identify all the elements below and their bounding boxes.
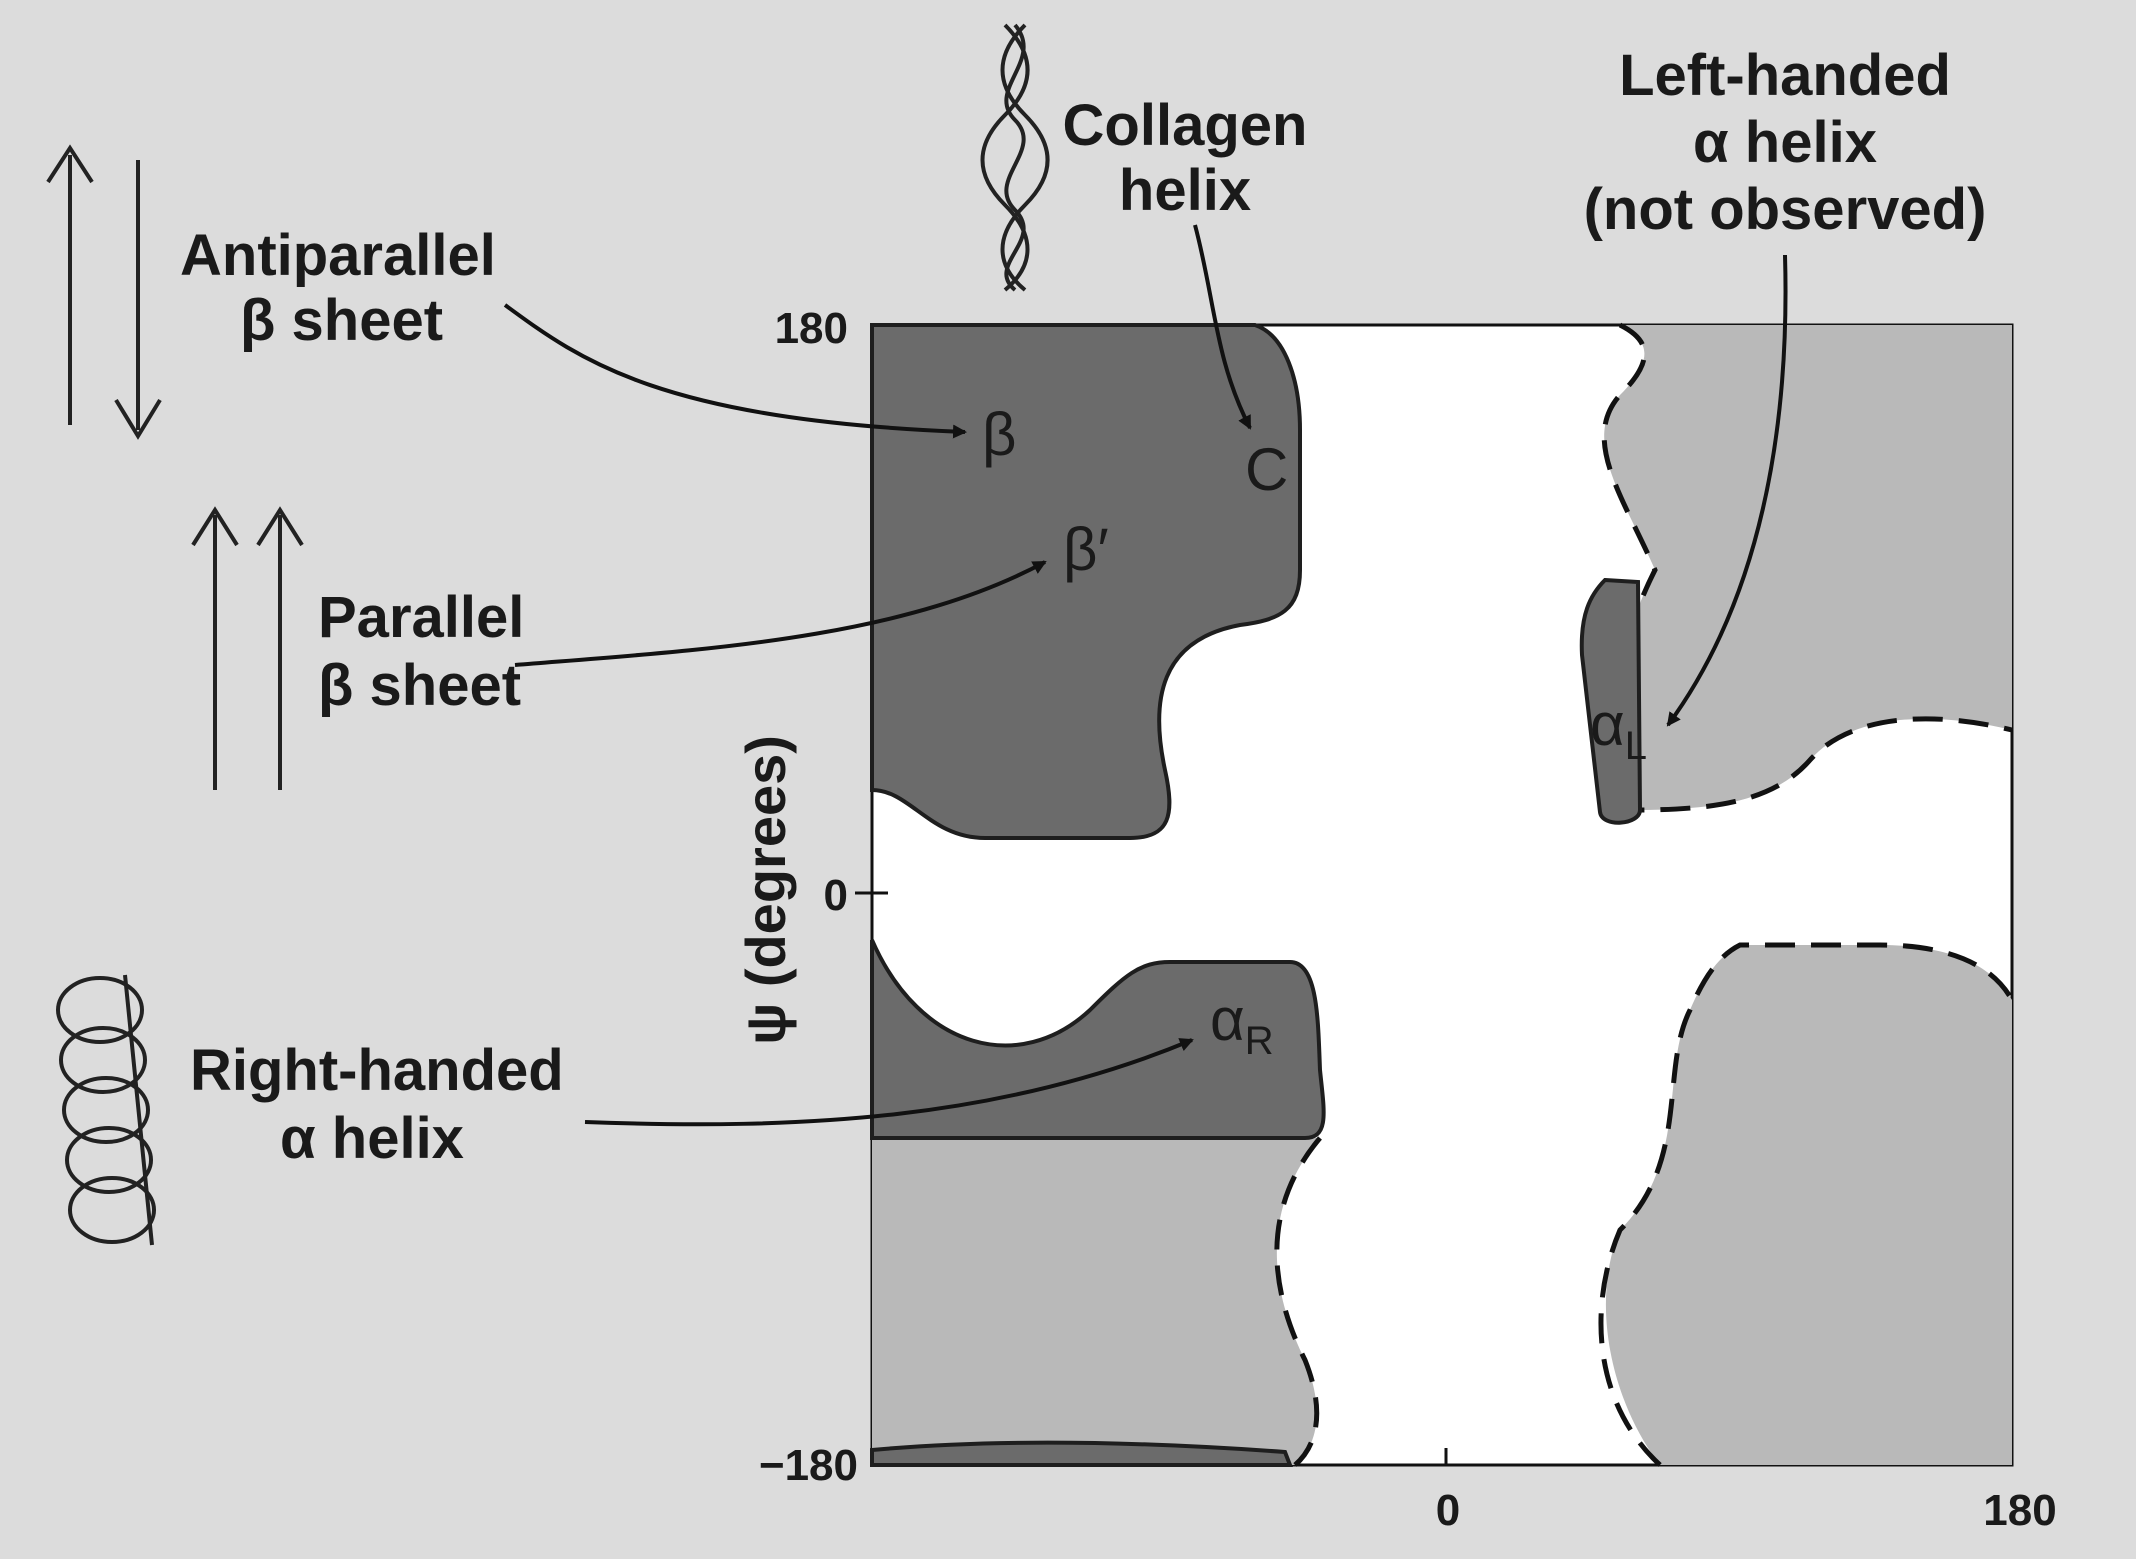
collagen-helix-icon xyxy=(980,23,1050,292)
y-tick-0: 0 xyxy=(824,871,848,920)
alpha-r-region-label: αR xyxy=(1210,986,1274,1063)
parallel-label-line2: β sheet xyxy=(318,653,521,718)
marginal-region-right-lower xyxy=(1605,945,2012,1465)
alpha-r-region xyxy=(870,939,1326,1140)
collagen-label-line2: helix xyxy=(1119,158,1251,223)
left-handed-label-line2: α helix xyxy=(1693,110,1877,175)
collagen-label-line1: Collagen xyxy=(1063,93,1308,158)
beta-prime-region-label: β′ xyxy=(1063,516,1109,583)
dashed-boundary-left xyxy=(1274,1136,1322,1467)
beta-region-label: β xyxy=(982,401,1017,468)
y-tick-180: 180 xyxy=(775,304,848,353)
right-handed-label-line1: Right-handed xyxy=(190,1038,564,1103)
marginal-region-right-upper xyxy=(1604,325,2012,810)
alpha-helix-coil-icon xyxy=(56,974,156,1246)
right-handed-label-line2: α helix xyxy=(280,1106,464,1171)
y-axis-label: ψ (degrees) xyxy=(734,735,797,1045)
x-tick-0: 0 xyxy=(1436,1486,1460,1535)
alpha-l-region-label: αL xyxy=(1590,691,1647,768)
parallel-label-line1: Parallel xyxy=(318,585,524,650)
beta-region xyxy=(870,323,1302,840)
left-handed-arrow xyxy=(1666,254,1788,727)
bottom-strip-region xyxy=(870,1440,1293,1467)
left-handed-label-line3: (not observed) xyxy=(1584,177,1987,242)
dashed-boundary-right-lower xyxy=(1598,942,2015,1467)
antiparallel-strands-icon xyxy=(46,144,162,440)
antiparallel-label-line2: β sheet xyxy=(240,288,443,353)
marginal-region-left xyxy=(872,1138,1320,1465)
x-tick-180: 180 xyxy=(1983,1486,2056,1535)
right-handed-arrow xyxy=(584,1038,1194,1127)
collagen-region-label: C xyxy=(1245,436,1288,503)
y-tick-minus-180: −180 xyxy=(759,1441,858,1490)
alpha-l-region xyxy=(1579,577,1643,825)
parallel-strands-icon xyxy=(191,506,304,790)
left-handed-label-line1: Left-handed xyxy=(1619,43,1951,108)
antiparallel-label-line1: Antiparallel xyxy=(180,223,496,288)
antiparallel-arrow xyxy=(503,303,967,439)
parallel-arrow xyxy=(514,560,1047,667)
collagen-arrow xyxy=(1193,224,1252,430)
